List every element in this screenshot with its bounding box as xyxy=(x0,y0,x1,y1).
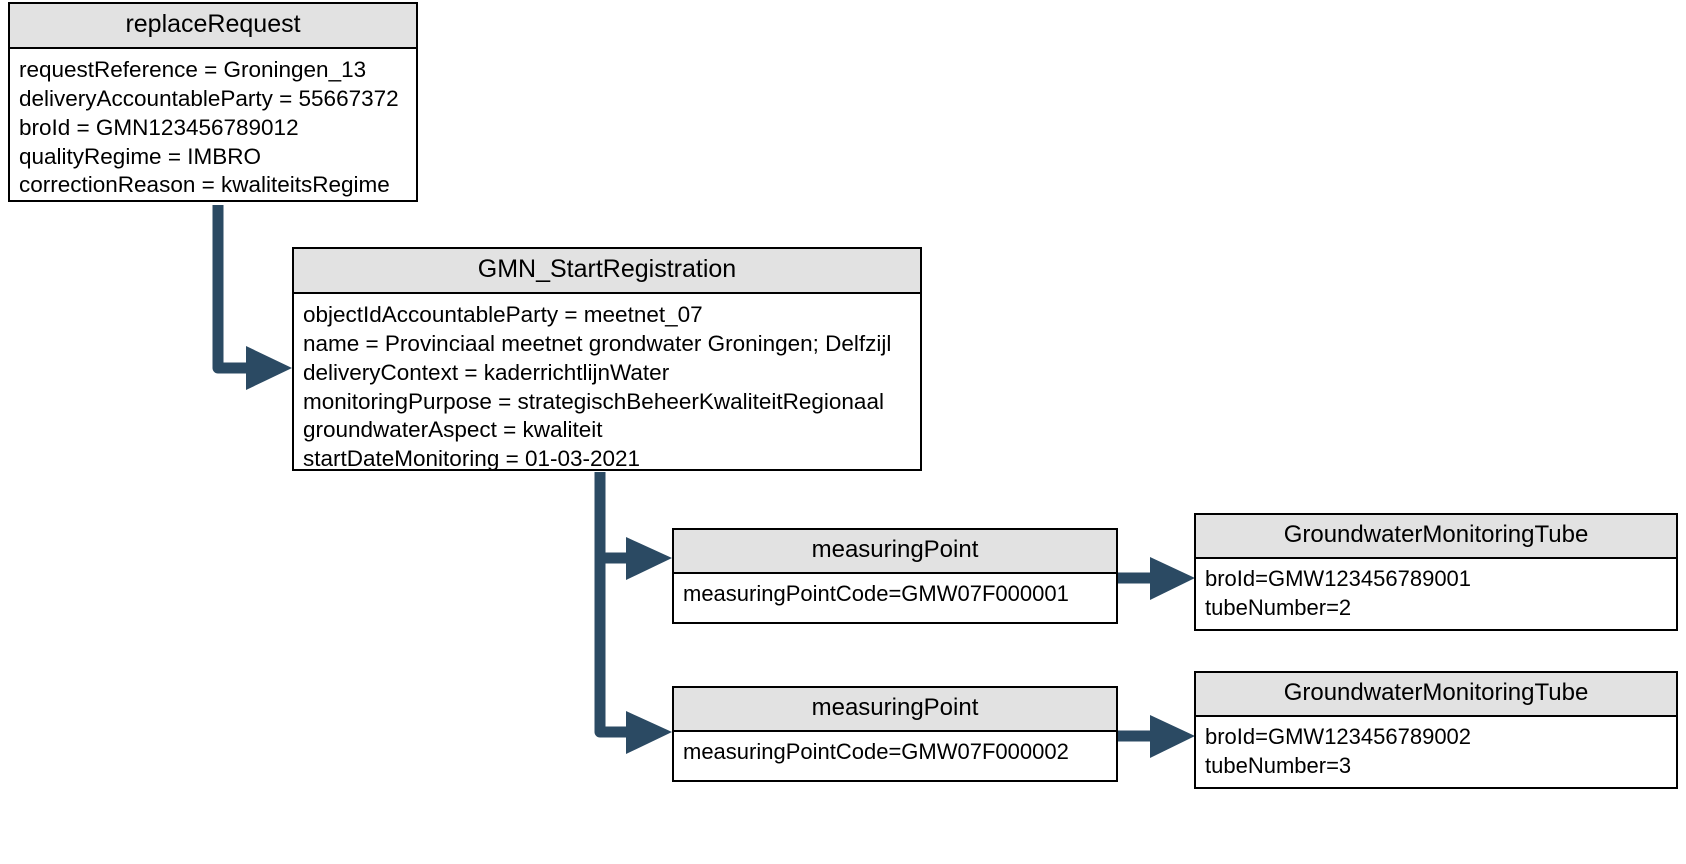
box-measuring-point-2-title: measuringPoint xyxy=(674,688,1116,732)
box-gmn-start-registration-title: GMN_StartRegistration xyxy=(294,249,920,295)
attribute-row: deliveryAccountableParty = 55667372 xyxy=(19,86,399,112)
attribute-row: qualityRegime = IMBRO xyxy=(19,143,261,169)
connector-start-registration-to-measuring-point-1 xyxy=(594,472,672,580)
box-groundwater-monitoring-tube-1[interactable]: GroundwaterMonitoringTube broId=GMW12345… xyxy=(1194,513,1678,631)
attribute-row: broId = GMN123456789012 xyxy=(19,114,299,140)
box-measuring-point-2-body: measuringPointCode=GMW07F000002 xyxy=(674,732,1116,774)
attribute-row: tubeNumber=2 xyxy=(1205,594,1352,620)
attribute-row: groundwaterAspect = kwaliteit xyxy=(303,417,603,443)
attribute-row: name = Provinciaal meetnet grondwater Gr… xyxy=(303,331,892,357)
box-groundwater-monitoring-tube-1-body: broId=GMW123456789001 tubeNumber=2 xyxy=(1196,559,1676,629)
box-measuring-point-1[interactable]: measuringPoint measuringPointCode=GMW07F… xyxy=(672,528,1118,624)
box-replace-request[interactable]: replaceRequest requestReference = Gronin… xyxy=(8,2,418,202)
box-replace-request-title: replaceRequest xyxy=(10,4,416,50)
attribute-row: startDateMonitoring = 01-03-2021 xyxy=(303,446,641,472)
box-groundwater-monitoring-tube-2-title: GroundwaterMonitoringTube xyxy=(1196,673,1676,717)
attribute-row: objectIdAccountableParty = meetnet_07 xyxy=(303,302,703,328)
box-measuring-point-2[interactable]: measuringPoint measuringPointCode=GMW07F… xyxy=(672,686,1118,782)
box-groundwater-monitoring-tube-2[interactable]: GroundwaterMonitoringTube broId=GMW12345… xyxy=(1194,671,1678,789)
attribute-row: tubeNumber=3 xyxy=(1205,752,1352,778)
box-measuring-point-1-body: measuringPointCode=GMW07F000001 xyxy=(674,574,1116,616)
connector-measuring-point-1-to-tube-1 xyxy=(1118,557,1195,600)
attribute-row: deliveryContext = kaderrichtlijnWater xyxy=(303,359,670,385)
attribute-row: monitoringPurpose = strategischBeheerKwa… xyxy=(303,388,884,414)
attribute-row: measuringPointCode=GMW07F000001 xyxy=(683,581,1069,606)
attribute-row: requestReference = Groningen_13 xyxy=(19,57,367,83)
connector-replace-request-to-start-registration xyxy=(212,205,292,390)
box-replace-request-body: requestReference = Groningen_13 delivery… xyxy=(10,49,416,208)
box-measuring-point-1-title: measuringPoint xyxy=(674,530,1116,574)
attribute-row: measuringPointCode=GMW07F000002 xyxy=(683,739,1069,764)
connector-measuring-point-2-to-tube-2 xyxy=(1118,715,1195,758)
connector-start-registration-to-measuring-point-2 xyxy=(594,472,672,754)
attribute-row: broId=GMW123456789002 xyxy=(1205,724,1472,749)
box-groundwater-monitoring-tube-2-body: broId=GMW123456789002 tubeNumber=3 xyxy=(1196,717,1676,787)
box-gmn-start-registration[interactable]: GMN_StartRegistration objectIdAccountabl… xyxy=(292,247,922,471)
attribute-row: broId=GMW123456789001 xyxy=(1205,566,1472,591)
attribute-row: correctionReason = kwaliteitsRegime xyxy=(19,172,390,198)
box-groundwater-monitoring-tube-1-title: GroundwaterMonitoringTube xyxy=(1196,515,1676,559)
box-gmn-start-registration-body: objectIdAccountableParty = meetnet_07 na… xyxy=(294,294,920,482)
